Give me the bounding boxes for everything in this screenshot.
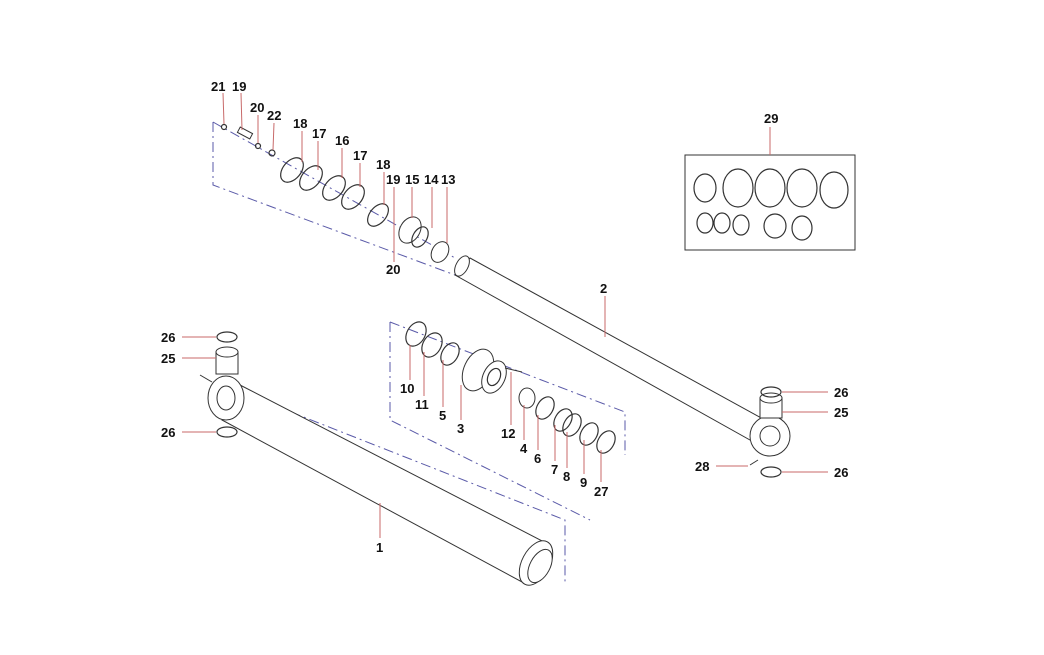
callout-2: 2: [600, 281, 607, 296]
callout-4: 4: [520, 441, 528, 456]
callout-6: 6: [534, 451, 541, 466]
callout-23: 21: [211, 79, 225, 94]
seal-kit-box: [684, 154, 856, 251]
callout-7: 7: [551, 462, 558, 477]
piston-parts: [405, 321, 616, 454]
callout-1: 1: [376, 540, 383, 555]
callout-26b: 26: [161, 425, 175, 440]
leader-lines: [182, 92, 828, 538]
cylinder-barrel: [199, 346, 554, 586]
callout-15: 15: [405, 172, 419, 187]
callout-10: 10: [400, 381, 414, 396]
callout-27: 27: [594, 484, 608, 499]
callout-11: 11: [415, 397, 429, 412]
centerlines: [212, 121, 626, 585]
callout-9: 9: [580, 475, 587, 490]
callout-20: 20: [386, 262, 400, 277]
callout-18a: 18: [293, 116, 307, 131]
end-rings: [216, 331, 782, 478]
upper-seal-parts: [220, 123, 450, 263]
callout-25b: 25: [834, 405, 848, 420]
callout-26c: 26: [834, 385, 848, 400]
callout-17a: 17: [312, 126, 326, 141]
callout-17b: 17: [353, 148, 367, 163]
callout-labels: 21 19 20 22 18 17 16 17 18 19 15 14 13 2…: [161, 79, 848, 555]
callout-16: 16: [335, 133, 349, 148]
callout-26d: 26: [834, 465, 848, 480]
callout-14: 14: [424, 172, 439, 187]
callout-19: 19: [386, 172, 400, 187]
callout-18b: 18: [376, 157, 390, 172]
callout-26a: 26: [161, 330, 175, 345]
callout-13: 13: [441, 172, 455, 187]
callout-24: 22: [267, 108, 281, 123]
callout-28: 28: [695, 459, 709, 474]
callout-12: 12: [501, 426, 515, 441]
callout-21: 19: [232, 79, 246, 94]
callout-25a: 25: [161, 351, 175, 366]
callout-8: 8: [563, 469, 570, 484]
callout-3: 3: [457, 421, 464, 436]
callout-5: 5: [439, 408, 446, 423]
callout-22: 20: [250, 100, 264, 115]
callout-29: 29: [764, 111, 778, 126]
piston-rod: [454, 255, 791, 466]
